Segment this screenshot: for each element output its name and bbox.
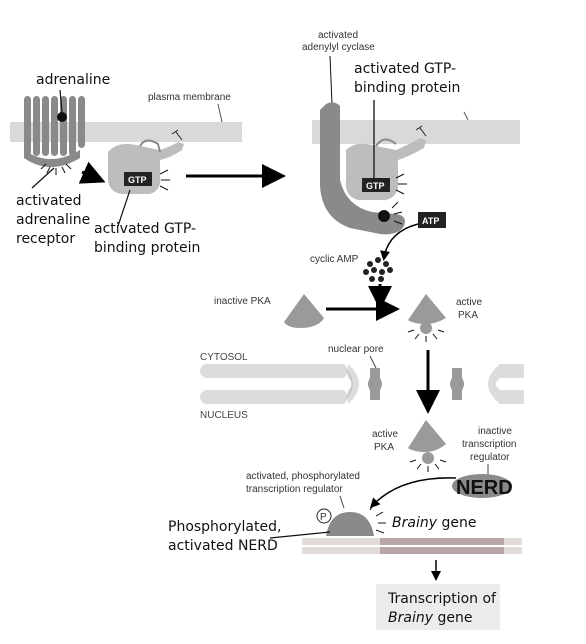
plasma-membrane-label: plasma membrane <box>148 92 231 103</box>
nerd-regulator <box>452 474 512 498</box>
active-pka-nucleus <box>408 420 446 452</box>
active-pka-nucleus-label: active PKA <box>372 429 401 453</box>
nuclear-pore-left <box>368 368 382 400</box>
cyclic-amp-label: cyclic AMP <box>310 254 359 265</box>
adenylyl-cyclase <box>320 102 405 235</box>
phosphorylated-regulator-label: activated, phosphorylated transcription … <box>246 471 363 495</box>
nerd-label: NERD <box>456 477 513 499</box>
adrenaline-receptor <box>24 96 85 167</box>
brainy-gene-segment <box>380 538 504 545</box>
transcription-label: Transcription of Brainy gene <box>387 591 500 626</box>
transcription-box <box>376 584 500 630</box>
gtp-box-left <box>124 172 152 186</box>
adrenaline-molecule <box>57 112 67 122</box>
phosphate-group <box>316 508 332 524</box>
nucleus-content: active PKA inactive transcription regula… <box>162 420 522 630</box>
phos-nerd-callout <box>162 512 276 562</box>
svg-text:P: P <box>320 512 327 523</box>
phosphorylated-nerd <box>326 512 374 536</box>
atp-box <box>418 212 446 228</box>
nuclear-pore-right <box>450 368 464 400</box>
receptor-label: activated adrenaline receptor <box>16 193 95 247</box>
gtp-protein-label-left: activated GTP- binding protein <box>94 221 201 256</box>
gtp-binding-protein-right: GTP <box>345 125 427 200</box>
nuclear-envelope: nuclear pore CYTOSOL NUCLEUS <box>200 344 524 421</box>
top-right-panel: activated adenylyl cyclase GTP activated… <box>302 30 520 310</box>
nuclear-pore-label: nuclear pore <box>328 344 384 355</box>
svg-text:ATP: ATP <box>422 216 439 226</box>
nucleus-label: NUCLEUS <box>200 410 248 421</box>
adrenaline-label: adrenaline <box>36 72 110 88</box>
inactive-pka <box>284 294 324 328</box>
svg-text:GTP: GTP <box>366 181 385 191</box>
top-left-cell-panel: plasma membrane adrenaline activated adr… <box>8 62 242 260</box>
brainy-gene-label: Brainy gene <box>392 515 476 531</box>
phos-nerd-label: Phosphorylated, activated NERD <box>168 519 286 554</box>
arrow-activation-curve <box>369 477 457 509</box>
pka-section: inactive PKA active PKA <box>214 294 485 414</box>
plasma-membrane-left <box>10 122 242 142</box>
gtp-box-right <box>362 178 390 192</box>
active-pka-label: active PKA <box>456 297 485 321</box>
inactive-regulator-label: inactive transcription regulator <box>462 426 519 463</box>
cyclic-amp-molecules <box>363 257 393 282</box>
active-pka <box>408 294 446 324</box>
svg-text:GTP: GTP <box>128 175 147 185</box>
plasma-membrane-right <box>312 120 520 144</box>
cytosol-label: CYTOSOL <box>200 352 248 363</box>
brainy-gene-segment-2 <box>380 547 504 554</box>
inactive-pka-label: inactive PKA <box>214 296 271 307</box>
arrow-receptor-to-gprotein <box>78 161 106 184</box>
adenylyl-cyclase-label: activated adenylyl cyclase <box>302 30 375 53</box>
gtp-binding-protein-left: GTP <box>108 129 184 194</box>
catalytic-site <box>378 210 390 222</box>
gtp-protein-label-right: activated GTP- binding protein <box>354 61 461 96</box>
